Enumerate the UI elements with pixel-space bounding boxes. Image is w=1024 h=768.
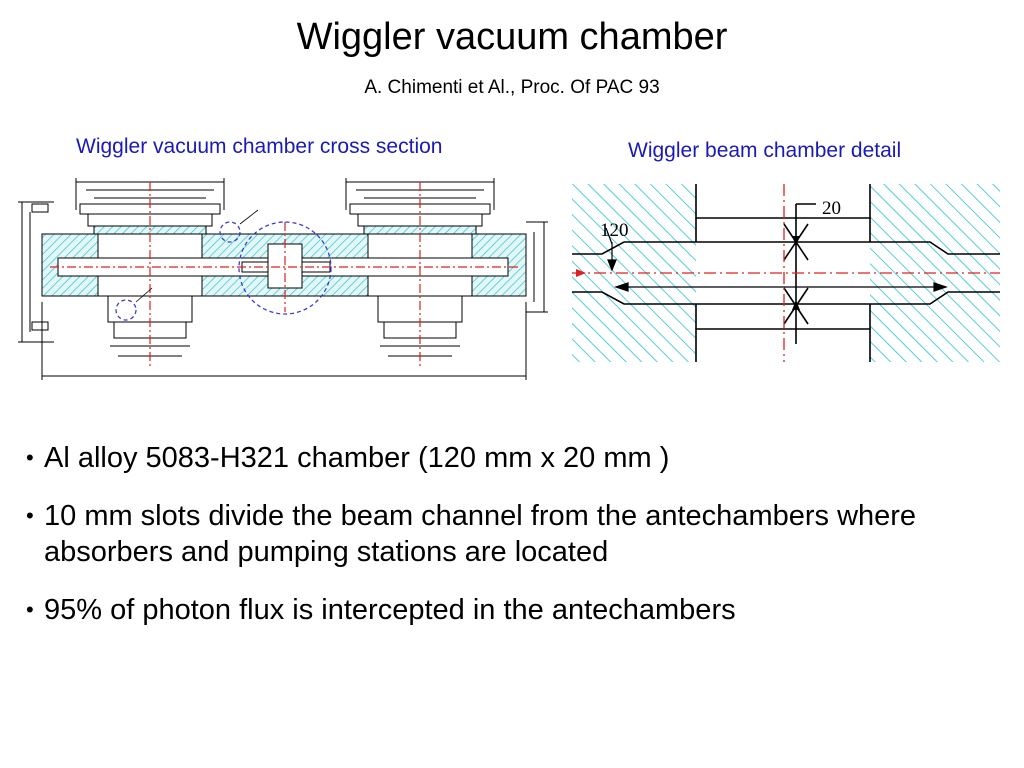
bullet-marker: • <box>26 503 34 528</box>
bullet-text: 10 mm slots divide the beam channel from… <box>44 500 917 568</box>
bullet-text: 95% of photon flux is intercepted in the… <box>44 594 736 626</box>
bullet-marker: • <box>26 445 34 470</box>
detail-caption: Wiggler beam chamber detail <box>628 139 902 162</box>
bullet-item: • 10 mm slots divide the beam channel fr… <box>26 498 996 570</box>
detail-drawing: 120 20 <box>572 184 1000 362</box>
detail-width-label: 120 <box>600 220 629 241</box>
detail-height-label: 20 <box>822 198 841 219</box>
bullet-item: • Al alloy 5083-H321 chamber (120 mm x 2… <box>26 440 996 476</box>
detail-svg: 120 20 <box>572 184 1000 362</box>
bullet-text: Al alloy 5083-H321 chamber (120 mm x 20 … <box>44 442 670 474</box>
bullet-list: • Al alloy 5083-H321 chamber (120 mm x 2… <box>26 440 996 650</box>
bullet-marker: • <box>26 597 34 622</box>
cross-section-caption: Wiggler vacuum chamber cross section <box>76 135 443 158</box>
slide-title: Wiggler vacuum chamber <box>296 16 728 58</box>
cross-section-svg <box>18 178 548 380</box>
cross-section-drawing <box>14 172 554 384</box>
slide-subtitle: A. Chimenti et Al., Proc. Of PAC 93 <box>364 77 660 98</box>
bullet-item: • 95% of photon flux is intercepted in t… <box>26 592 996 628</box>
